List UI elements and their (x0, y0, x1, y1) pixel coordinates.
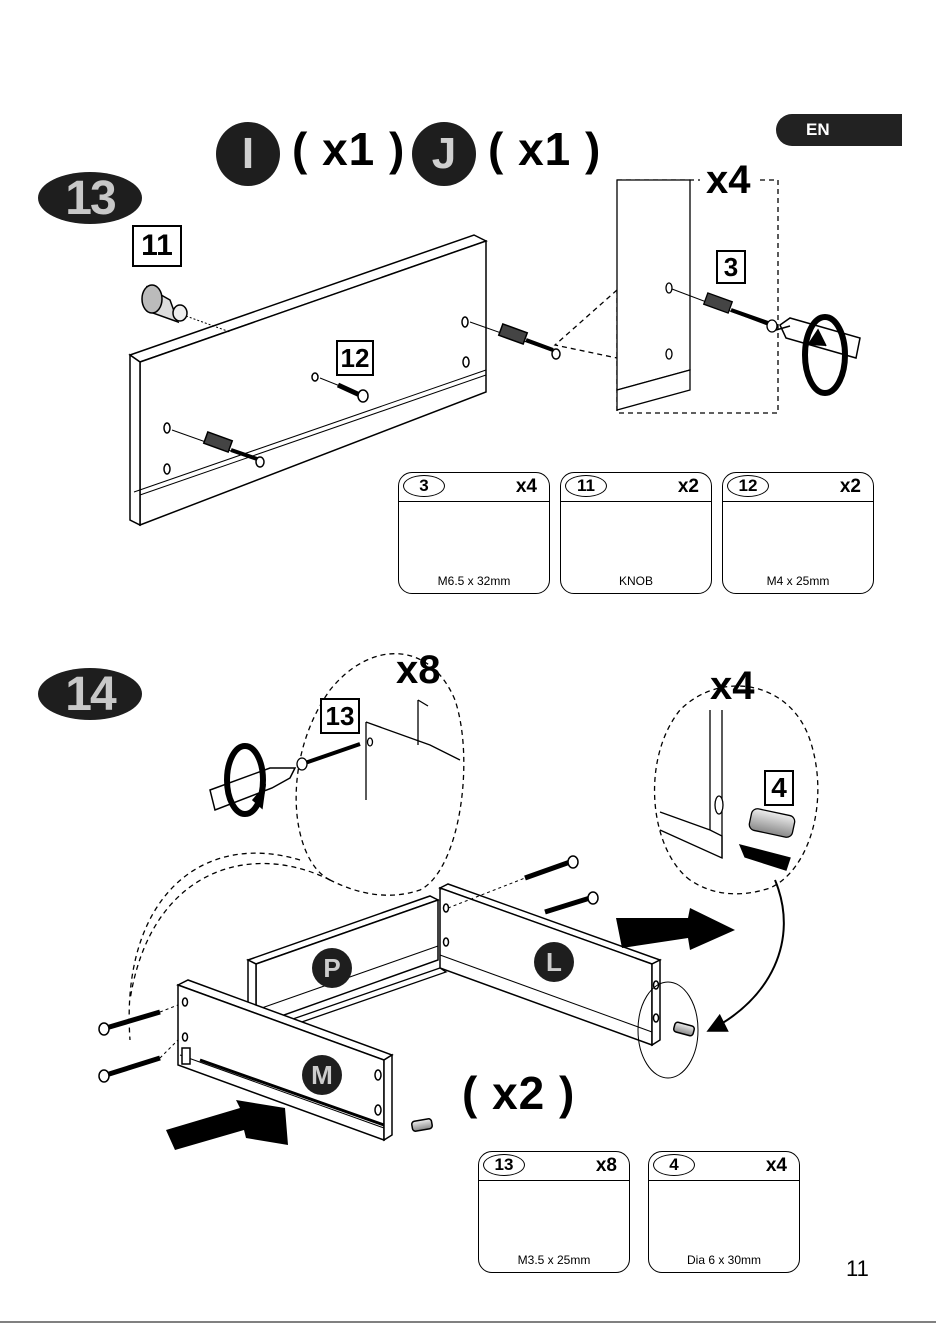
step14-repeat-qty: ( x2 ) (462, 1066, 575, 1120)
callout-screw-12: 12 (336, 340, 374, 376)
hardware-card-11: 11 x2 KNOB (560, 472, 712, 594)
hardware-caption: M4 x 25mm (723, 574, 873, 588)
hardware-id: 3 (403, 475, 445, 497)
step13-multiplier: x4 (706, 158, 751, 203)
part-i-icon: I (216, 122, 280, 186)
hardware-caption: M6.5 x 32mm (399, 574, 549, 588)
hardware-id: 12 (727, 475, 769, 497)
panel-p-label: P (312, 948, 352, 988)
step14-dowel-zoom-bubble (655, 686, 818, 1030)
callout-screw-13: 13 (320, 698, 360, 734)
part-j-icon: J (412, 122, 476, 186)
hardware-caption: KNOB (561, 574, 711, 588)
hardware-card-4: 4 x4 Dia 6 x 30mm (648, 1151, 800, 1273)
hardware-qty: x8 (596, 1155, 617, 1177)
hardware-qty: x4 (516, 476, 537, 498)
hardware-id: 11 (565, 475, 607, 497)
hardware-qty: x4 (766, 1155, 787, 1177)
step14-dowel-multiplier: x4 (710, 664, 755, 709)
page-number: 11 (846, 1256, 869, 1282)
panel-l-label: L (534, 942, 574, 982)
hardware-card-3: 3 x4 M6.5 x 32mm (398, 472, 550, 594)
hardware-icons (435, 515, 849, 1241)
hardware-id: 13 (483, 1154, 525, 1176)
panel-m-label: M (302, 1055, 342, 1095)
hardware-card-12: 12 x2 M4 x 25mm (722, 472, 874, 594)
step13-detail-inset (555, 180, 778, 413)
step-13-badge: 13 (38, 172, 142, 224)
callout-knob-11: 11 (132, 225, 182, 267)
step14-screw-multiplier: x8 (396, 648, 441, 693)
hardware-card-13: 13 x8 M3.5 x 25mm (478, 1151, 630, 1273)
step-14-badge: 14 (38, 668, 142, 720)
part-i-qty: ( x1 ) (292, 122, 405, 176)
language-tab[interactable]: EN (776, 114, 902, 146)
callout-cam-bolt-3: 3 (716, 250, 746, 284)
hardware-qty: x2 (678, 476, 699, 498)
hardware-caption: M3.5 x 25mm (479, 1253, 629, 1267)
step14-screwdriver (210, 746, 295, 814)
step13-screwdriver (776, 317, 860, 393)
part-j-qty: ( x1 ) (488, 122, 601, 176)
callout-dowel-4: 4 (764, 770, 794, 806)
hardware-qty: x2 (840, 476, 861, 498)
hardware-id: 4 (653, 1154, 695, 1176)
hardware-caption: Dia 6 x 30mm (649, 1253, 799, 1267)
